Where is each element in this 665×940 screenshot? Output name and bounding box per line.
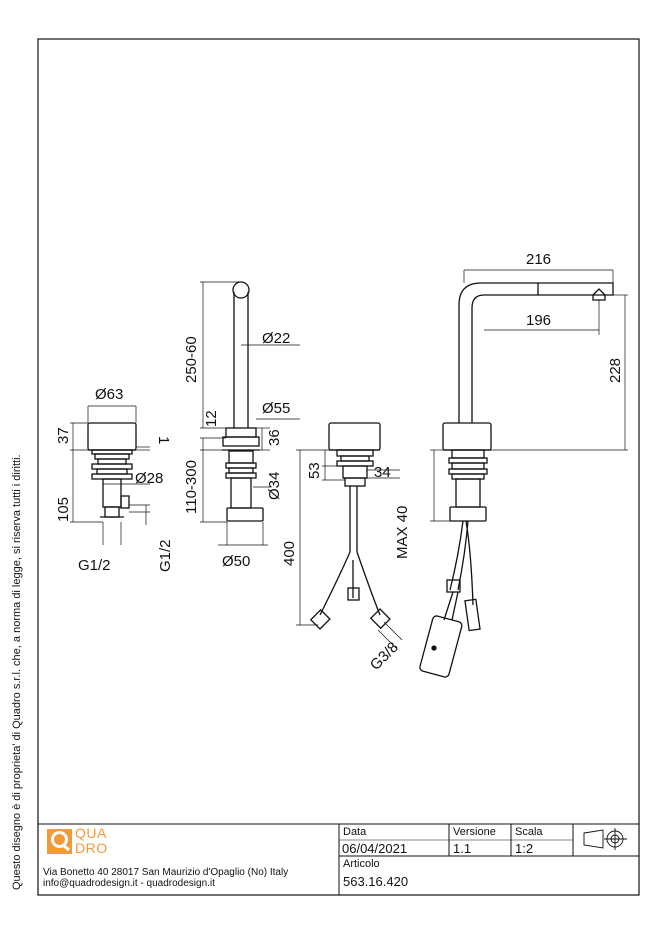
scale-value: 1:2 xyxy=(515,841,534,856)
projection-symbol-icon xyxy=(583,828,627,850)
dim-h53: 53 xyxy=(306,462,323,479)
dim-h250-60: 250-60 xyxy=(183,336,200,383)
dim-d50: Ø50 xyxy=(222,553,250,570)
dim-max40: MAX 40 xyxy=(394,506,411,559)
company-contacts: info@quadrodesign.it - quadrodesign.it xyxy=(43,878,215,889)
dim-h105: 105 xyxy=(55,497,72,522)
spout-side-view xyxy=(222,281,264,522)
dim-h228: 228 xyxy=(607,358,624,383)
version-value: 1.1 xyxy=(453,841,472,856)
date-label: Data xyxy=(343,826,367,838)
dim-h400: 400 xyxy=(281,541,298,566)
dim-w216: 216 xyxy=(526,251,551,268)
dim-g12-b: G1/2 xyxy=(157,539,174,572)
version-label: Versione xyxy=(453,826,496,838)
sheet-frame xyxy=(37,38,640,896)
valve-side-view xyxy=(87,422,137,518)
logo-line-1: QUA xyxy=(75,825,107,841)
logo-line-2: DRO xyxy=(75,840,108,856)
company-address: Via Bonetto 40 28017 San Maurizio d'Opag… xyxy=(43,867,289,878)
pullout-spout-view xyxy=(419,282,614,678)
dim-d28: Ø28 xyxy=(135,470,163,487)
valve-dimension-lines xyxy=(70,405,150,545)
date-value: 06/04/2021 xyxy=(342,841,408,856)
dim-h110-300: 110-300 xyxy=(183,460,200,514)
article-value: 563.16.420 xyxy=(343,874,409,889)
dim-h36: 36 xyxy=(266,429,283,446)
dim-d63: Ø63 xyxy=(95,386,123,403)
dim-d34-a: Ø34 xyxy=(266,472,283,500)
dim-d22: Ø22 xyxy=(262,330,290,347)
dim-h37: 37 xyxy=(55,427,72,444)
dim-g12-a: G1/2 xyxy=(78,557,111,574)
company-logo-text: QUA DRO xyxy=(75,826,108,856)
article-label: Articolo xyxy=(343,858,380,870)
hose-valve-view xyxy=(309,422,391,630)
dim-h12: 12 xyxy=(203,410,220,427)
spout-dimension-lines xyxy=(200,281,300,546)
scale-label: Scala xyxy=(515,826,543,838)
dim-d55: Ø55 xyxy=(262,400,290,417)
dim-g38: G3/8 xyxy=(367,639,402,674)
quadro-logo-icon xyxy=(47,829,72,854)
dim-one: 1 xyxy=(155,436,172,444)
hose-dimension-lines xyxy=(296,449,403,649)
legal-notice: Questo disegno è di proprieta' di Quadro… xyxy=(11,454,23,890)
pullout-dimension-lines xyxy=(430,269,628,522)
title-block-grid xyxy=(38,823,639,895)
dim-w196: 196 xyxy=(526,312,551,329)
dim-d34-b: 34 xyxy=(374,464,391,481)
